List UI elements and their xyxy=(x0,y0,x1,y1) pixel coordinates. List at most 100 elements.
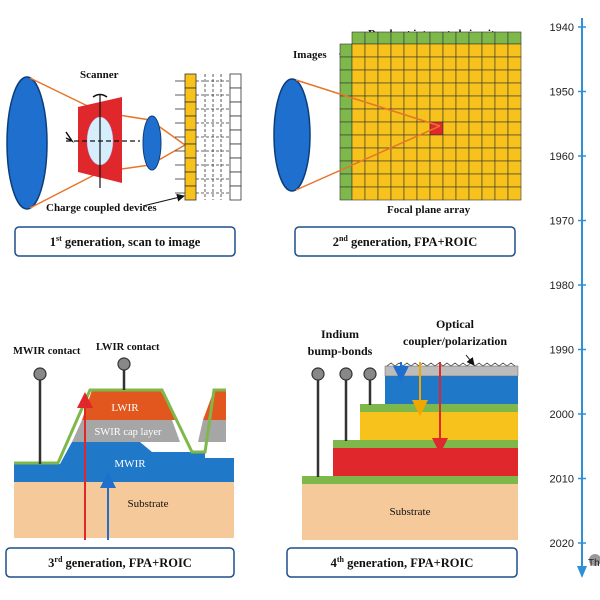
fpa-pixel xyxy=(507,56,522,71)
fpa-pixel xyxy=(455,134,470,149)
fpa-pixel xyxy=(377,186,392,201)
roic-cell xyxy=(390,31,405,45)
fpa-pixel xyxy=(351,186,366,201)
ccd-column xyxy=(175,73,197,201)
fpa-pixel xyxy=(507,186,522,201)
fpa-pixel xyxy=(377,82,392,97)
timeline-year-label: 1970 xyxy=(550,216,574,228)
fpa-pixel xyxy=(364,160,379,175)
fpa-pixel xyxy=(507,147,522,162)
optical-rays-2 xyxy=(295,79,441,191)
caption-box-3 xyxy=(5,547,235,578)
fpa-pixel xyxy=(442,69,457,84)
optical-label-line2: coupler/polarization xyxy=(403,334,507,348)
fpa-pixel xyxy=(481,121,496,136)
fpa-pixel xyxy=(429,82,444,97)
fpa-pixel xyxy=(416,56,431,71)
panel-2-fpa-diagram: Read out integrated circuit Images Focal… xyxy=(273,28,522,257)
passivation-line xyxy=(14,388,226,465)
timeline-year-label: 2020 xyxy=(550,538,574,550)
roic-cell xyxy=(339,134,353,149)
lwir-contact-label: LWIR contact xyxy=(96,342,160,353)
fpa-pixel xyxy=(416,186,431,201)
ccd-cell xyxy=(184,171,197,187)
fpa-pixel xyxy=(377,69,392,84)
fpa-pixel xyxy=(507,160,522,175)
fpa-pixel xyxy=(455,95,470,110)
fpa-pixel xyxy=(351,56,366,71)
output-cell xyxy=(229,143,242,159)
fpa-pixel xyxy=(377,121,392,136)
fpa-pixel xyxy=(455,56,470,71)
fpa-pixel xyxy=(403,56,418,71)
fpa-pixel xyxy=(442,134,457,149)
rotation-arrow-icon xyxy=(92,93,108,98)
indium-bump-2-head xyxy=(339,367,353,381)
fpa-pixel xyxy=(390,69,405,84)
fpa-pixel xyxy=(494,108,509,123)
roic-cell xyxy=(468,31,483,45)
mwir-contact-bump xyxy=(33,367,47,381)
fpa-pixel xyxy=(377,134,392,149)
fpa-pixel xyxy=(390,121,405,136)
fpa-pixel xyxy=(416,160,431,175)
ccd-cell xyxy=(184,73,197,89)
roic-cell xyxy=(339,186,353,201)
roic-cell xyxy=(403,31,418,45)
lwir-layer xyxy=(82,390,178,420)
indium-label-line2: bump-bonds xyxy=(308,344,373,358)
fpa-pixel xyxy=(468,147,483,162)
roic-cell xyxy=(339,173,353,188)
fpa-pixel xyxy=(455,186,470,201)
ccd-pointer-arrow xyxy=(142,193,185,207)
fpa-pixel xyxy=(468,95,483,110)
fpa-pixel xyxy=(442,121,457,136)
ccd-cell xyxy=(184,157,197,173)
fpa-pixel xyxy=(442,173,457,188)
roic-cell xyxy=(364,31,379,45)
fpa-pixel xyxy=(351,147,366,162)
indium-bump-1-head xyxy=(311,367,325,381)
fpa-pixel xyxy=(364,134,379,149)
ccd-cell xyxy=(184,185,197,201)
ccd-cell xyxy=(184,87,197,103)
fpa-pixel xyxy=(481,69,496,84)
fpa-pixel xyxy=(481,134,496,149)
caption-1: 1st generation, scan to image xyxy=(50,234,201,249)
bond-layer-1 xyxy=(302,476,518,484)
fpa-pixel xyxy=(442,43,457,58)
output-cell xyxy=(229,115,242,131)
roic-cell xyxy=(494,31,509,45)
fpa-pixel xyxy=(481,43,496,58)
timeline-year-label: 1960 xyxy=(550,151,574,163)
fpa-pixel xyxy=(429,160,444,175)
fpa-pixel xyxy=(468,186,483,201)
fpa-pixel xyxy=(455,69,470,84)
fpa-pixel xyxy=(390,173,405,188)
roic-cell xyxy=(339,43,353,58)
fpa-pixel xyxy=(390,160,405,175)
fpa-pixel xyxy=(403,173,418,188)
fpa-pixel xyxy=(481,82,496,97)
fpa-pixel xyxy=(416,134,431,149)
fpa-pixel xyxy=(507,69,522,84)
substrate-layer-4 xyxy=(302,484,518,540)
swir-layer-edge xyxy=(198,420,226,442)
roic-cell xyxy=(507,31,522,45)
swir-cap-layer xyxy=(72,420,180,442)
fpa-pixel xyxy=(429,69,444,84)
optical-coupler-layer xyxy=(384,365,519,377)
fpa-pixel xyxy=(390,147,405,162)
coupler-pointer-arrow xyxy=(465,354,475,366)
fpa-pixel xyxy=(442,82,457,97)
timeline-year-label: 1990 xyxy=(550,345,574,357)
fpa-pixel xyxy=(481,160,496,175)
fpa-pixel xyxy=(351,82,366,97)
panel-4-multispectral-stack: Indium bump-bonds Optical coupler/polari… xyxy=(286,317,519,578)
ccd-label: Charge coupled devices xyxy=(46,202,157,214)
mwir-label: MWIR xyxy=(114,458,146,470)
detector-layer-red xyxy=(333,448,518,476)
fpa-pixel xyxy=(494,43,509,58)
fpa-pixel xyxy=(377,173,392,188)
